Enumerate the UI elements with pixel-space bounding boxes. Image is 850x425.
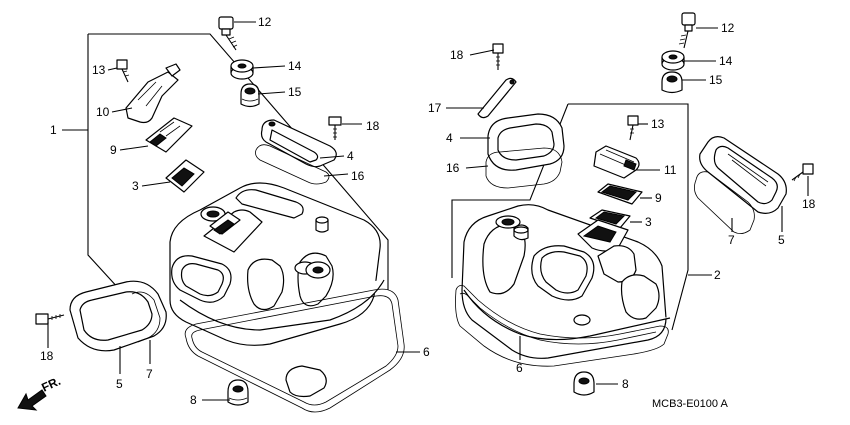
callout-right-13: 13 — [651, 117, 665, 131]
callout-right-16: 16 — [446, 161, 460, 175]
front-arrow — [17, 389, 47, 411]
bolt-18-left-lower — [35, 313, 65, 325]
callout-left-3: 3 — [132, 179, 139, 193]
callout-right-3: 3 — [645, 215, 652, 229]
callout-right-14: 14 — [719, 54, 733, 68]
head-cover-right — [461, 204, 671, 359]
callout-left-13: 13 — [92, 63, 106, 77]
callout-left-9: 9 — [110, 143, 117, 157]
cover-5-left — [69, 280, 167, 352]
callout-right-8: 8 — [622, 377, 629, 391]
bolt-13-right — [627, 115, 639, 141]
grommet-8-left — [227, 379, 249, 406]
callout-right-2: 2 — [714, 268, 721, 282]
callout-right-11: 11 — [664, 163, 677, 177]
callout-right-9: 9 — [655, 191, 662, 205]
callout-left-15: 15 — [288, 85, 302, 99]
callout-right-6: 6 — [516, 361, 523, 375]
bolt-18-right-lower — [791, 163, 814, 182]
cover-5-right — [699, 136, 787, 214]
cover-4-right — [487, 113, 565, 171]
callout-left-6: 6 — [423, 345, 430, 359]
callout-left-16: 16 — [351, 169, 365, 183]
head-cover-left — [169, 182, 385, 346]
callout-right-18a: 18 — [450, 48, 464, 62]
callout-left-12: 12 — [258, 15, 272, 29]
front-label: FR. — [39, 374, 62, 395]
gasket-16-right — [485, 147, 563, 189]
plate-3-left — [165, 159, 205, 193]
bolt-12-left — [218, 16, 238, 51]
callout-right-5: 5 — [778, 233, 785, 247]
callout-right-18b: 18 — [802, 197, 816, 211]
clamp-17 — [477, 77, 517, 119]
callout-left-5: 5 — [116, 377, 123, 391]
gasket-7-right — [694, 171, 755, 234]
callout-right-7: 7 — [728, 233, 735, 247]
fitting-10 — [125, 63, 181, 124]
callout-left-18b: 18 — [40, 349, 54, 363]
leader-lines-left — [47, 21, 420, 401]
cover-4-left — [260, 119, 337, 168]
bolt-13-left — [116, 59, 130, 83]
callouts-left: 1 12 14 15 13 10 18 9 3 4 16 6 18 5 7 8 — [40, 15, 430, 407]
bolt-18-left-upper — [328, 116, 342, 140]
grommet-15-right — [661, 71, 683, 94]
callout-right-17: 17 — [428, 101, 442, 115]
callout-left-4: 4 — [347, 149, 354, 163]
washer-14-right — [661, 50, 685, 71]
bolt-18-right-upper — [492, 43, 504, 70]
grommet-15-left — [240, 83, 260, 108]
callout-right-12: 12 — [721, 21, 735, 35]
callout-left-18a: 18 — [366, 119, 380, 133]
gasket-16-left — [255, 144, 330, 185]
bolt-12-right — [678, 12, 696, 49]
grommet-8-right — [573, 371, 595, 396]
callout-left-14: 14 — [288, 59, 302, 73]
callout-right-15: 15 — [709, 73, 723, 87]
callout-left-1: 1 — [50, 123, 57, 137]
callout-left-10: 10 — [96, 105, 110, 119]
callout-left-7: 7 — [146, 367, 153, 381]
gasket-7-left — [131, 291, 161, 343]
drawing-code: MCB3-E0100 A — [652, 398, 728, 410]
plate-9-left — [145, 117, 193, 153]
callouts-right: 2 12 18 14 15 17 4 13 16 11 9 3 7 5 18 6… — [428, 21, 816, 391]
fitting-11 — [593, 145, 640, 179]
callout-left-8: 8 — [190, 393, 197, 407]
leader-lines-right — [446, 27, 809, 385]
gasket-6-right — [455, 285, 669, 367]
gasket-6-left — [184, 288, 405, 413]
callout-right-4: 4 — [446, 131, 453, 145]
washer-14-left — [230, 59, 254, 80]
plate-9-right — [597, 183, 643, 205]
